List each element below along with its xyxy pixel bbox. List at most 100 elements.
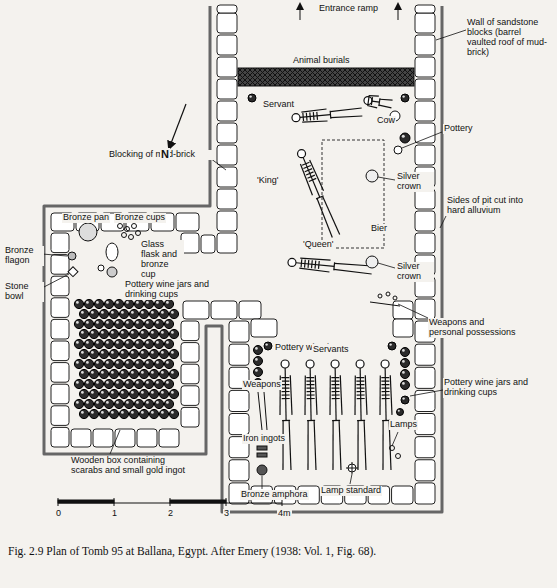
plan-label: 'Queen' <box>302 240 334 250</box>
wine-jar <box>401 396 409 404</box>
wine-jar <box>99 369 108 378</box>
wall-block <box>229 390 249 411</box>
bone <box>357 421 358 471</box>
wine-jar <box>129 369 138 378</box>
bone <box>300 164 312 195</box>
wall-block <box>415 233 435 253</box>
bone <box>372 101 379 102</box>
wine-jar <box>99 409 108 418</box>
skull <box>298 150 306 158</box>
skull <box>381 360 389 368</box>
wall-block <box>51 255 69 275</box>
bone <box>281 384 289 385</box>
jar-highlight <box>126 341 129 344</box>
bone <box>335 368 337 421</box>
ramp-arrow <box>300 6 301 20</box>
bone <box>379 375 380 415</box>
jar-highlight <box>141 351 144 354</box>
wine-jar <box>139 349 148 358</box>
wine-jar <box>74 379 83 388</box>
jar-highlight <box>151 391 154 394</box>
wall-block <box>211 301 237 319</box>
jar-highlight <box>402 397 404 399</box>
jar-highlight <box>265 343 267 345</box>
wine-jar <box>134 359 143 368</box>
wine-jar <box>154 319 163 328</box>
jar-highlight <box>76 401 79 404</box>
jar-highlight <box>136 381 139 384</box>
jar-highlight <box>161 391 164 394</box>
plan-label: Bronze pan <box>62 213 110 223</box>
wine-jar <box>159 329 168 338</box>
wine-jar <box>79 409 88 418</box>
wine-jar <box>159 369 168 378</box>
wine-jar <box>104 319 113 328</box>
wine-jar <box>388 342 396 350</box>
wine-jar <box>149 409 158 418</box>
jar-highlight <box>101 311 104 314</box>
jar-highlight <box>136 301 139 304</box>
bone <box>281 377 289 378</box>
wine-jar <box>94 359 103 368</box>
wine-jar <box>104 379 113 388</box>
wine-jar <box>169 309 178 318</box>
bone <box>306 113 308 121</box>
jar-highlight <box>91 311 94 314</box>
wall-block <box>217 79 237 99</box>
jar-highlight <box>151 371 154 374</box>
wine-jar <box>104 359 113 368</box>
wall-block <box>115 429 135 447</box>
wall-block <box>217 233 237 253</box>
north-arrow <box>170 104 186 146</box>
wine-jar <box>134 299 143 308</box>
jar-highlight <box>96 321 99 324</box>
wine-jar <box>164 379 173 388</box>
wine-jar <box>84 299 93 308</box>
wall-block <box>181 343 199 363</box>
wine-jar <box>154 359 163 368</box>
wine-jar <box>401 359 410 368</box>
jar-highlight <box>126 381 129 384</box>
jar-highlight <box>91 331 94 334</box>
bone <box>306 172 313 175</box>
plan-label: N <box>160 148 170 160</box>
leader-lines <box>42 30 466 489</box>
jar-highlight <box>111 371 114 374</box>
wall-block <box>217 123 237 143</box>
jar-highlight <box>111 411 114 414</box>
bone <box>299 268 329 272</box>
wall-block <box>415 483 435 504</box>
wine-jar <box>144 299 153 308</box>
wine-jar <box>169 329 178 338</box>
wine-jar <box>89 369 98 378</box>
wine-jar <box>94 299 103 308</box>
wine-jar <box>84 319 93 328</box>
wine-jar <box>129 409 138 418</box>
skull <box>306 360 314 368</box>
jar-highlight <box>126 361 129 364</box>
bone <box>306 377 314 378</box>
jar-highlight <box>171 411 174 414</box>
wine-jar <box>84 359 93 368</box>
jar-highlight <box>166 301 169 304</box>
wall-block <box>217 57 237 77</box>
scale-number: 2 <box>167 509 174 519</box>
wine-jar <box>149 329 158 338</box>
jar-highlight <box>151 411 154 414</box>
jar-highlight <box>121 331 124 334</box>
jar-highlight <box>76 381 79 384</box>
plan-label: Wall of sandstone blocks (barrel vaulted… <box>466 18 552 58</box>
wine-jar <box>94 319 103 328</box>
jar-highlight <box>146 381 149 384</box>
wine-jar <box>164 319 173 328</box>
jar-highlight <box>255 369 258 372</box>
wine-jar <box>109 369 118 378</box>
jar-highlight <box>166 341 169 344</box>
pit-outline <box>44 6 442 512</box>
wine-jar <box>114 359 123 368</box>
wall-block <box>415 367 435 388</box>
wall-block <box>393 319 413 337</box>
jar-highlight <box>101 411 104 414</box>
wine-jar <box>400 133 410 143</box>
wall-block <box>415 211 435 231</box>
